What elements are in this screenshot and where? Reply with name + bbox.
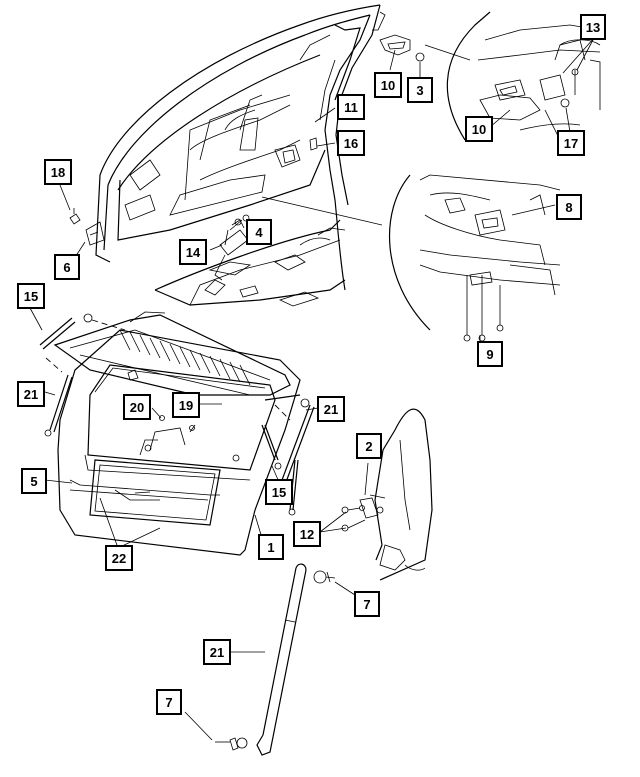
callout-21-left: 21 [17,381,45,407]
callout-3: 3 [407,77,433,103]
callout-21-bottom: 21 [203,639,231,665]
svg-text:22: 22 [112,551,126,566]
svg-text:7: 7 [165,695,172,710]
detail-circle-latch [388,174,561,342]
callout-18: 18 [44,159,72,185]
cargo-floor-drawing [154,199,346,307]
callout-2: 2 [356,433,382,459]
svg-text:16: 16 [344,136,358,151]
spoiler-drawing [53,311,291,396]
leader-lines [29,37,595,741]
svg-text:9: 9 [486,347,493,362]
spoiler-hatching [119,329,251,386]
callout-10-detail: 10 [465,116,493,142]
callout-9: 9 [477,341,503,367]
callout-1: 1 [258,534,284,560]
callout-7-bottom: 7 [156,689,182,715]
svg-text:18: 18 [51,165,65,180]
callout-15-left: 15 [17,283,45,309]
callout-19: 19 [172,392,200,418]
callout-21-right: 21 [317,396,345,422]
svg-text:2: 2 [365,439,372,454]
svg-text:21: 21 [210,645,224,660]
svg-text:6: 6 [63,260,70,275]
callout-22: 22 [105,545,133,571]
svg-text:10: 10 [381,78,395,93]
callout-12: 12 [293,521,321,547]
svg-text:11: 11 [344,100,358,115]
svg-text:3: 3 [416,83,423,98]
svg-text:14: 14 [186,245,201,260]
svg-text:19: 19 [179,398,193,413]
svg-text:5: 5 [30,474,37,489]
callout-4: 4 [246,219,272,245]
callout-14: 14 [179,239,207,265]
svg-text:15: 15 [272,485,286,500]
svg-text:7: 7 [363,597,370,612]
callout-17: 17 [557,130,585,156]
body-pillar-drawing [341,408,433,581]
svg-text:13: 13 [586,20,600,35]
callout-10-top: 10 [374,72,402,98]
callout-5: 5 [21,468,47,494]
svg-text:4: 4 [255,225,263,240]
callout-11: 11 [337,94,365,120]
liftgate-struts [39,313,315,516]
callout-16: 16 [337,130,365,156]
callout-13: 13 [580,14,606,40]
callout-8: 8 [556,194,582,220]
svg-text:17: 17 [564,136,578,151]
callout-7-right: 7 [354,591,380,617]
svg-text:15: 15 [24,289,38,304]
liftgate-panel-drawing [57,329,301,556]
hinge-drawing [69,208,105,246]
bottom-strut-drawing [215,563,336,756]
detail-leader-lines [261,44,471,226]
callout-15-right: 15 [265,479,293,505]
liftgate-latch-drawing [214,214,250,281]
svg-text:21: 21 [324,402,338,417]
svg-text:12: 12 [300,527,314,542]
callout-6: 6 [54,254,80,280]
svg-text:1: 1 [267,540,274,555]
svg-text:20: 20 [130,400,144,415]
svg-text:21: 21 [24,387,38,402]
svg-text:8: 8 [565,200,572,215]
svg-text:10: 10 [472,122,486,137]
callout-20: 20 [123,394,151,420]
